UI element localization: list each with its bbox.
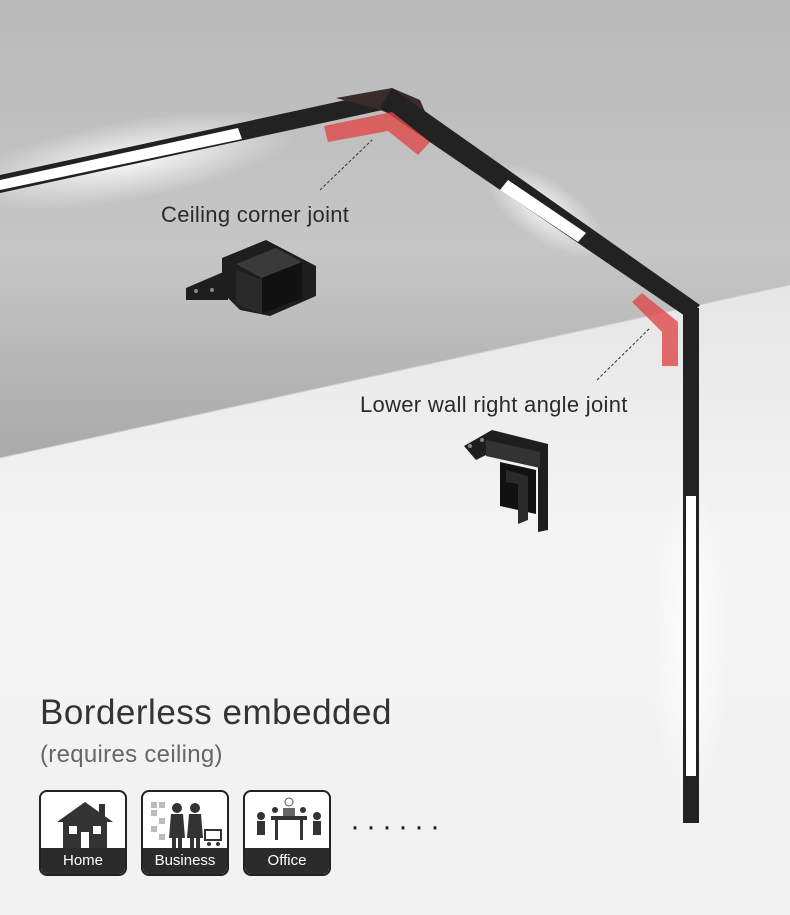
ceiling-corner-joint-label: Ceiling corner joint xyxy=(161,202,350,227)
more-applications-indicator: ······ xyxy=(350,810,446,843)
wall-angle-joint-product xyxy=(464,430,548,532)
light-strip-diagonal xyxy=(500,180,586,242)
headline-subtitle: (requires ceiling) xyxy=(40,741,223,768)
headline-title: Borderless embedded xyxy=(40,693,392,732)
light-strip-wall-2 xyxy=(686,496,696,776)
ceiling-corner-joint-product xyxy=(186,240,316,316)
light-strip-left xyxy=(0,128,242,190)
lower-wall-joint-label: Lower wall right angle joint xyxy=(360,392,628,417)
wall-callout-line xyxy=(596,327,651,381)
tile-home: Home xyxy=(39,790,127,876)
tile-office-label: Office xyxy=(245,848,329,874)
tile-business: Business xyxy=(141,790,229,876)
wall-plane xyxy=(0,285,790,915)
wall-corner-highlight xyxy=(632,293,678,366)
tile-office: Office xyxy=(243,790,331,876)
ceiling-corner-highlight xyxy=(324,112,430,155)
tile-home-label: Home xyxy=(41,848,125,874)
ceiling-callout-line xyxy=(319,139,373,191)
office-icon xyxy=(257,797,321,840)
shopping-icon xyxy=(151,802,222,848)
tile-business-label: Business xyxy=(143,848,227,874)
house-icon xyxy=(57,802,113,848)
